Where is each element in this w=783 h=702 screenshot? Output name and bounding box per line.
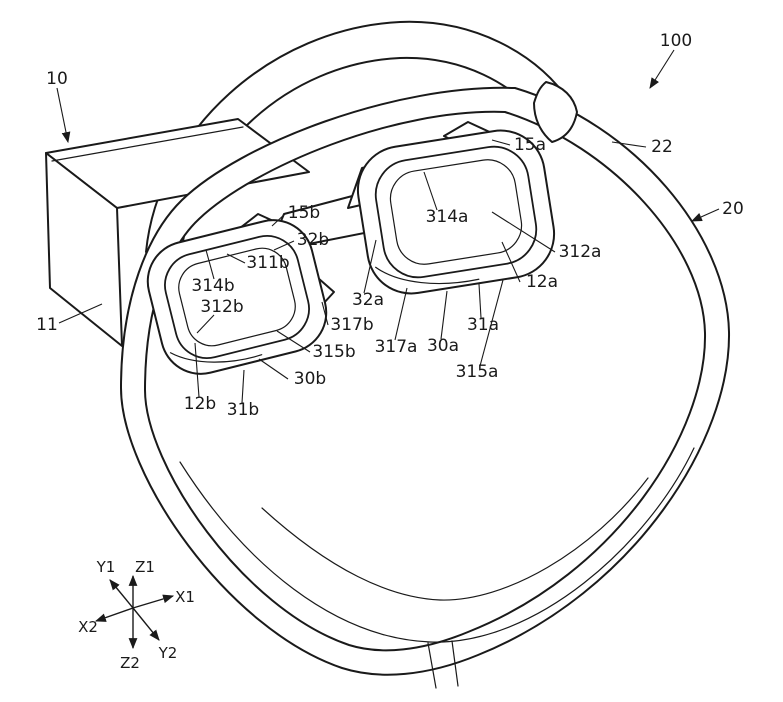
eyepiece-right [356,129,556,295]
leader-15b [271,212,287,227]
ref-label-315b: 315b [312,342,355,362]
ref-label-32a: 32a [352,290,384,310]
ref-label-31a: 31a [467,315,499,335]
ref-label-314a: 314a [426,207,469,227]
ref-label-32b: 32b [297,230,329,250]
ref-label-15b: 15b [288,203,320,223]
leader-314b [205,249,215,280]
eyepiece-right-mid-rim [374,145,538,279]
ref-label-312b: 312b [200,297,243,317]
leader-15a [491,139,511,146]
band-joint-line-left [427,642,437,689]
eyepiece-left-mid-rim [164,235,310,359]
leader-12a [501,241,521,283]
band-joint-line-right [451,640,459,687]
headset-drawing [45,20,731,689]
leader-32b [273,240,295,251]
headband-ring [120,86,731,676]
reference-labels: 100 10 22 20 11 15a 15b 32b 311b 314b 31… [36,31,744,420]
band-cushion-edge [261,477,649,601]
axis-arrow-x1 [132,594,175,609]
ref-label-30a: 30a [427,336,459,356]
axis-label-x1: X1 [175,588,195,606]
leader-30b [258,358,289,380]
control-box-front [45,152,123,347]
leader-315b [276,330,311,353]
leader-317b [321,301,329,326]
leader-311b [226,253,246,264]
axis-label-y1: Y1 [96,558,116,576]
leader-312b [196,314,215,334]
leader-22 [611,141,647,148]
ref-label-20: 20 [722,199,744,219]
eyepiece-right-outer-rim [356,129,556,295]
axis-indicator: Z1 Y1 X1 X2 Z2 Y2 [78,558,195,672]
band-inner-lower-edge [179,447,695,643]
eyepiece-left-edge-line [169,352,263,363]
ref-label-31b: 31b [227,400,259,420]
ref-label-11: 11 [36,315,58,335]
leader-314a [423,171,438,211]
ref-label-12a: 12a [526,272,558,292]
leader-10 [56,87,71,144]
leader-lines [56,49,720,404]
ref-label-100: 100 [660,31,692,51]
axis-arrow-y1 [109,579,134,609]
leader-30a [440,290,448,340]
ref-label-317a: 317a [375,337,418,357]
ref-label-311b: 311b [246,253,289,273]
ref-label-314b: 314b [191,276,234,296]
axis-arrow-y2 [132,607,160,641]
leader-32a [363,239,377,294]
strap-end-cap [533,81,578,143]
eyepiece-left-lens [178,247,296,347]
eyepiece-left [146,219,328,375]
axis-label-z2: Z2 [120,654,140,672]
leader-20 [690,208,720,222]
ref-label-312a: 312a [559,242,602,262]
leader-31a [478,283,482,319]
leader-315a [479,279,504,367]
ref-label-22: 22 [651,137,673,157]
leader-317a [394,287,408,341]
ref-label-12b: 12b [184,394,216,414]
leader-312a [491,211,556,253]
eyepiece-right-edge-line [375,266,480,285]
leader-100 [649,49,675,89]
axis-label-z1: Z1 [135,558,155,576]
ref-label-315a: 315a [456,362,499,382]
leader-31b [241,369,245,404]
leader-12b [194,342,200,398]
eyepiece-right-lens [389,159,523,265]
axis-arrow-x2 [94,607,134,622]
leader-11 [58,303,103,324]
ref-label-15a: 15a [514,135,546,155]
ref-label-10: 10 [46,69,68,89]
axis-label-y2: Y2 [158,644,178,662]
ref-label-30b: 30b [294,369,326,389]
control-box-edge-line [51,126,244,162]
ref-label-317b: 317b [330,315,373,335]
axis-label-x2: X2 [78,618,98,636]
